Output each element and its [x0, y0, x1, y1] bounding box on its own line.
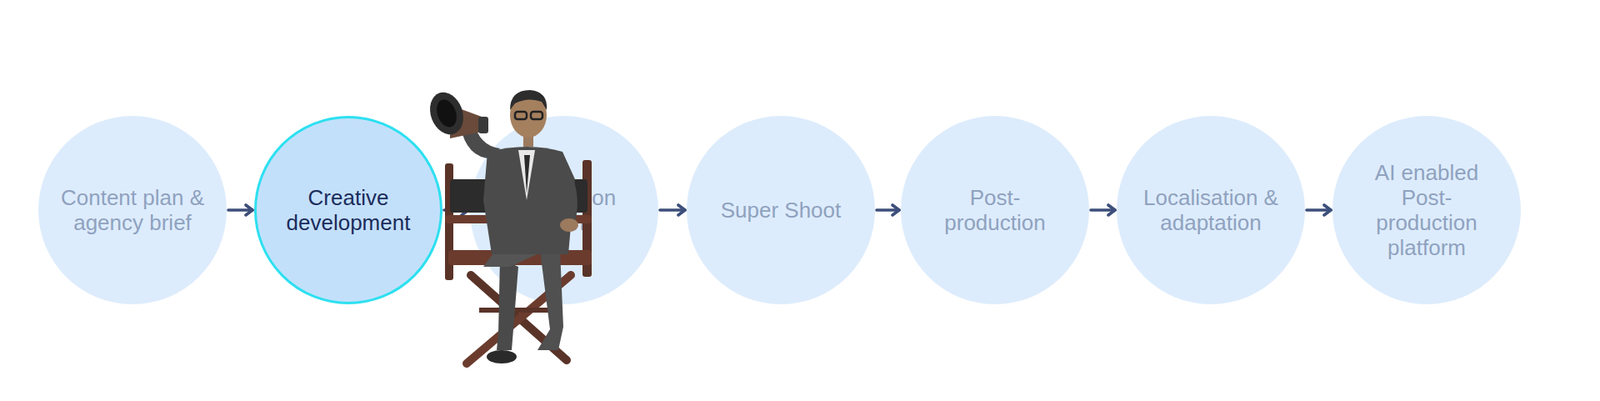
circle-shape [1332, 115, 1521, 305]
figure-tie [524, 155, 530, 194]
circle-shape [686, 115, 875, 305]
stage-circle: AI enabled Post-production platform [1332, 115, 1521, 305]
circle-shape [470, 115, 659, 305]
flow-arrow [228, 208, 253, 212]
stage-label: Content plan & agency brief [58, 185, 207, 235]
megaphone-bell [424, 87, 469, 140]
stage-circle: Localisation & adaptation [1116, 115, 1305, 305]
flow-arrow [1306, 208, 1331, 212]
figure-hand [560, 218, 579, 232]
flow-arrow [876, 208, 900, 212]
stage-circle: Creative development [254, 115, 443, 305]
stage-label: AI enabled Post-production platform [1364, 160, 1490, 260]
stage-label: Localisation & adaptation [1130, 185, 1293, 235]
figure-shoe [486, 350, 517, 364]
circle-shape [255, 117, 442, 304]
figure-leg [537, 250, 564, 350]
megaphone-mouth [433, 96, 460, 130]
flow-arrow [660, 208, 685, 212]
circle-shape [900, 115, 1090, 305]
figure-glasses [530, 111, 543, 120]
figure-hair [510, 90, 547, 110]
figure-shirt [518, 150, 535, 200]
megaphone [424, 87, 489, 140]
stage-label: Creative development [277, 185, 420, 235]
stage-circle: Post-production [900, 115, 1090, 305]
stage-label: Super Shoot [705, 197, 856, 223]
stage-label: Post-production [932, 185, 1058, 235]
figure-glasses [515, 111, 527, 120]
stage-circle: Super Shoot [686, 115, 875, 305]
circle-shape [1116, 115, 1305, 305]
circle-shape [38, 115, 227, 305]
figure-leg [496, 258, 519, 350]
megaphone-handle [478, 116, 489, 134]
stage-circle: Content plan & agency brief [38, 115, 227, 305]
flow-arrow [1090, 208, 1115, 212]
